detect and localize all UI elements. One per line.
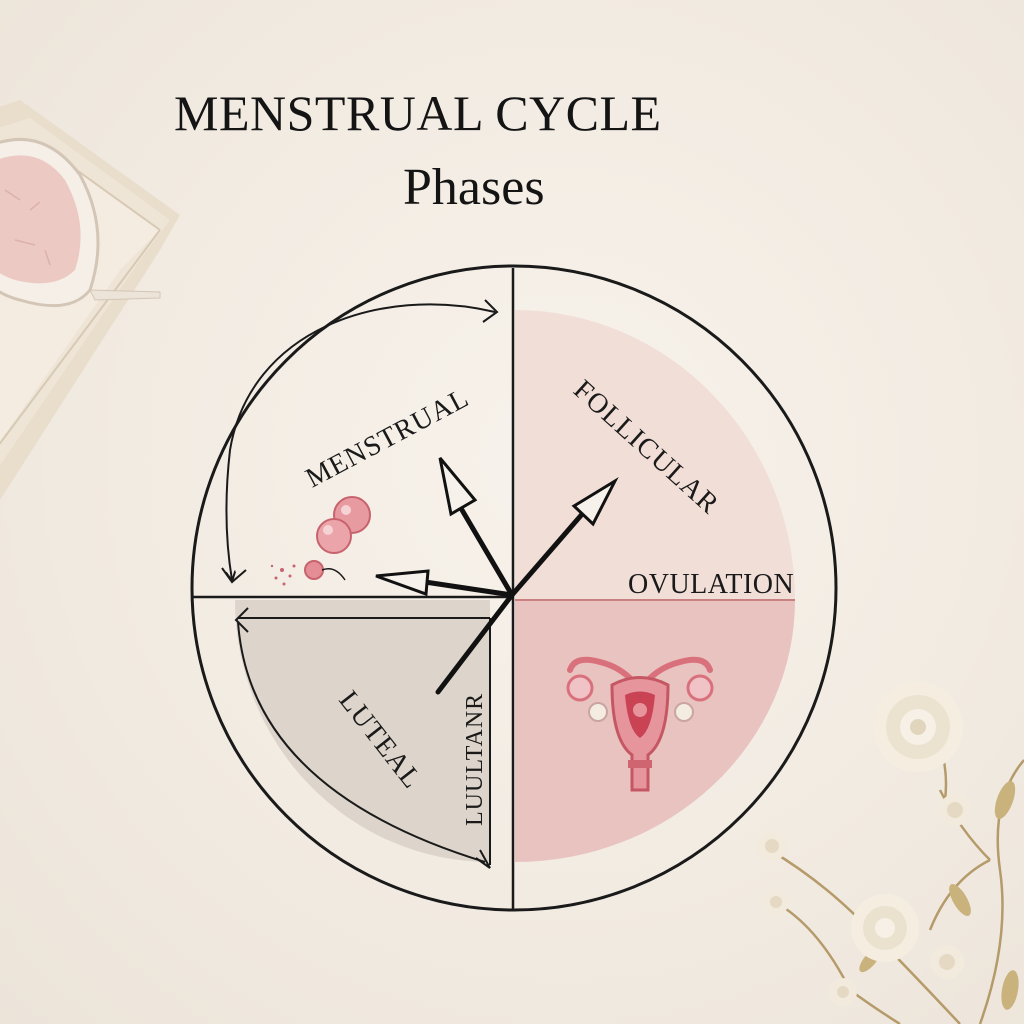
clock-hands xyxy=(422,502,593,695)
ovulation-label: OVULATION xyxy=(628,569,794,600)
arrowhead xyxy=(221,567,247,584)
subtitle: Phases xyxy=(403,159,545,216)
luteal-arc-arrow xyxy=(237,621,486,863)
compact-mirror-decoration xyxy=(0,137,161,308)
title: MENSTRUAL CYCLE xyxy=(174,85,662,141)
luteal-inner-label: LUULTANR xyxy=(462,693,488,826)
arrowhead xyxy=(482,299,499,323)
arrowhead xyxy=(234,607,249,633)
luteal-quadrant xyxy=(235,600,490,862)
uterus-icon xyxy=(566,656,714,792)
flower-blooms xyxy=(757,682,971,1006)
follicular-quadrant xyxy=(515,310,795,600)
arrowhead xyxy=(475,849,491,869)
menstrual-arc-arrow xyxy=(226,303,496,580)
clock-hand-tips xyxy=(375,457,619,597)
egg-cells-icon xyxy=(270,496,371,586)
